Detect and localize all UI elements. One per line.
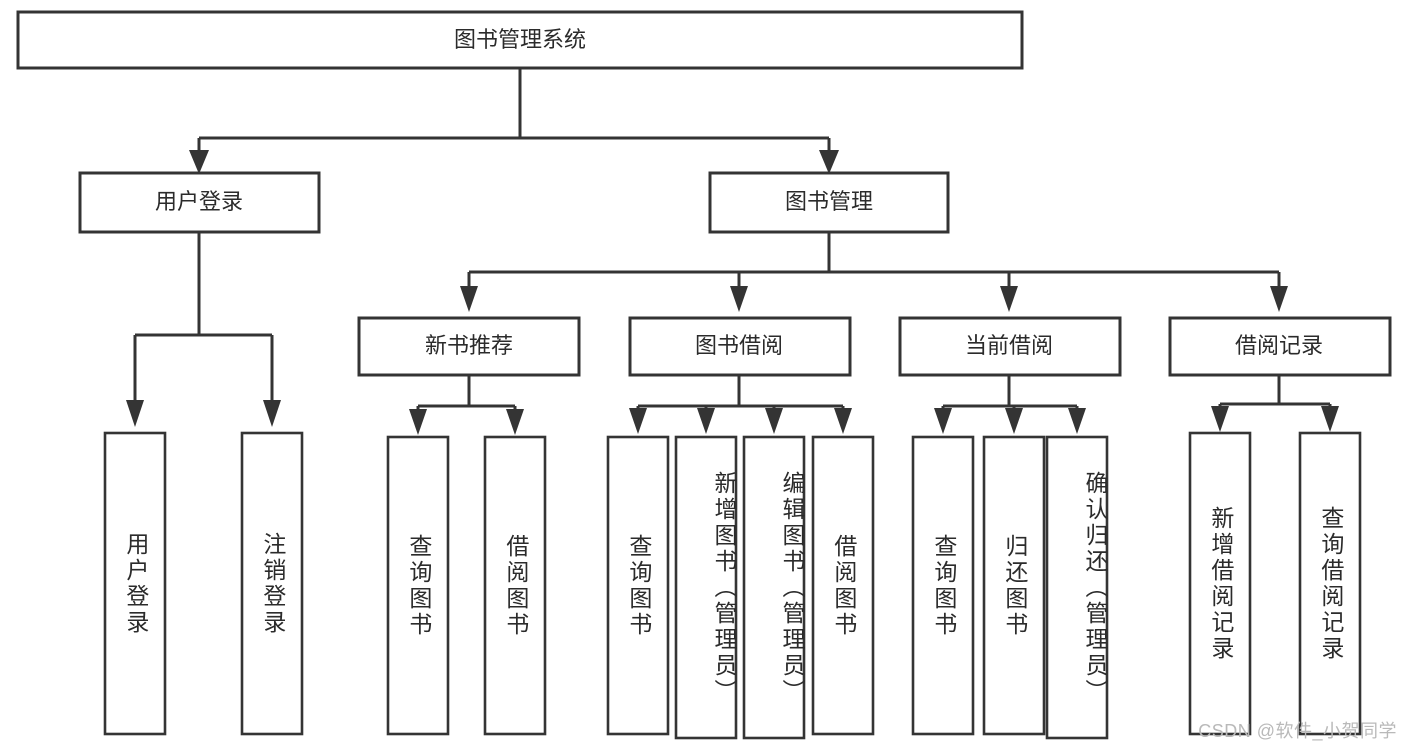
arrow-head-leaf-query-book-3 [934,408,952,434]
label-borrow-record: 借阅记录 [1235,333,1323,358]
leaf-box-edit-book[interactable] [742,435,806,740]
connector-group-root [189,68,839,174]
connector-group-borrow-record [1211,375,1339,432]
arrow-head-user-login [189,150,209,174]
arrow-head-book-management [819,150,839,174]
node-box-borrow-record[interactable] [1168,316,1392,377]
label-current-borrow: 当前借阅 [965,333,1053,358]
arrow-head-current-borrow [1000,286,1018,312]
arrow-head-leaf-query-book-1 [409,409,427,435]
leaf-box-query-book-2[interactable] [606,435,670,736]
connector-group-book-management [460,232,1288,312]
leaf-box-confirm-return[interactable] [1045,435,1109,740]
leaf-box-logout-login[interactable] [240,431,304,736]
arrow-head-leaf-return-book [1005,408,1023,434]
label-book-management: 图书管理 [785,189,873,214]
leaf-box-query-book-1[interactable] [386,435,450,736]
leaf-box-add-book[interactable] [674,435,738,740]
arrow-head-leaf-user-login [126,400,144,427]
arrow-head-leaf-borrow-book-1 [506,409,524,435]
connector-group-current-borrow [934,375,1086,434]
node-box-book-management[interactable] [708,171,950,234]
arrow-head-leaf-query-book-2 [629,408,647,434]
label-user-login: 用户登录 [155,189,243,214]
arrow-head-leaf-confirm-return [1068,408,1086,434]
node-box-user-login[interactable] [78,171,321,234]
arrow-head-borrow-record [1270,286,1288,312]
arrow-head-leaf-edit-book [765,408,783,434]
node-box-current-borrow[interactable] [898,316,1122,377]
arrow-head-leaf-borrow-book-2 [834,408,852,434]
connector-group-new-book-recommend [409,375,524,435]
connector-group-book-borrow [629,375,852,434]
arrow-head-book-borrow [730,286,748,312]
arrow-head-new-book-recommend [460,286,478,312]
leaf-box-add-record[interactable] [1188,431,1252,736]
arrow-head-leaf-add-book [697,408,715,434]
connector-group-user-login [126,232,281,427]
leaf-box-borrow-book-1[interactable] [483,435,547,736]
label-new-book-recommend: 新书推荐 [425,333,513,358]
node-box-new-book-recommend[interactable] [357,316,581,377]
leaf-box-user-login[interactable] [103,431,167,736]
arrow-head-leaf-logout-login [263,400,281,427]
leaf-box-borrow-book-2[interactable] [811,435,875,736]
leaf-box-query-record[interactable] [1298,431,1362,736]
leaf-box-query-book-3[interactable] [911,435,975,736]
node-box-title[interactable] [16,10,1024,70]
node-box-book-borrow[interactable] [628,316,852,377]
arrow-head-leaf-add-record [1211,406,1229,432]
label-title: 图书管理系统 [454,27,586,52]
arrow-head-leaf-query-record [1321,406,1339,432]
label-book-borrow: 图书借阅 [695,333,783,358]
csdn-watermark: CSDN @软件_小贺同学 [1198,721,1397,741]
leaf-box-return-book[interactable] [982,435,1046,736]
